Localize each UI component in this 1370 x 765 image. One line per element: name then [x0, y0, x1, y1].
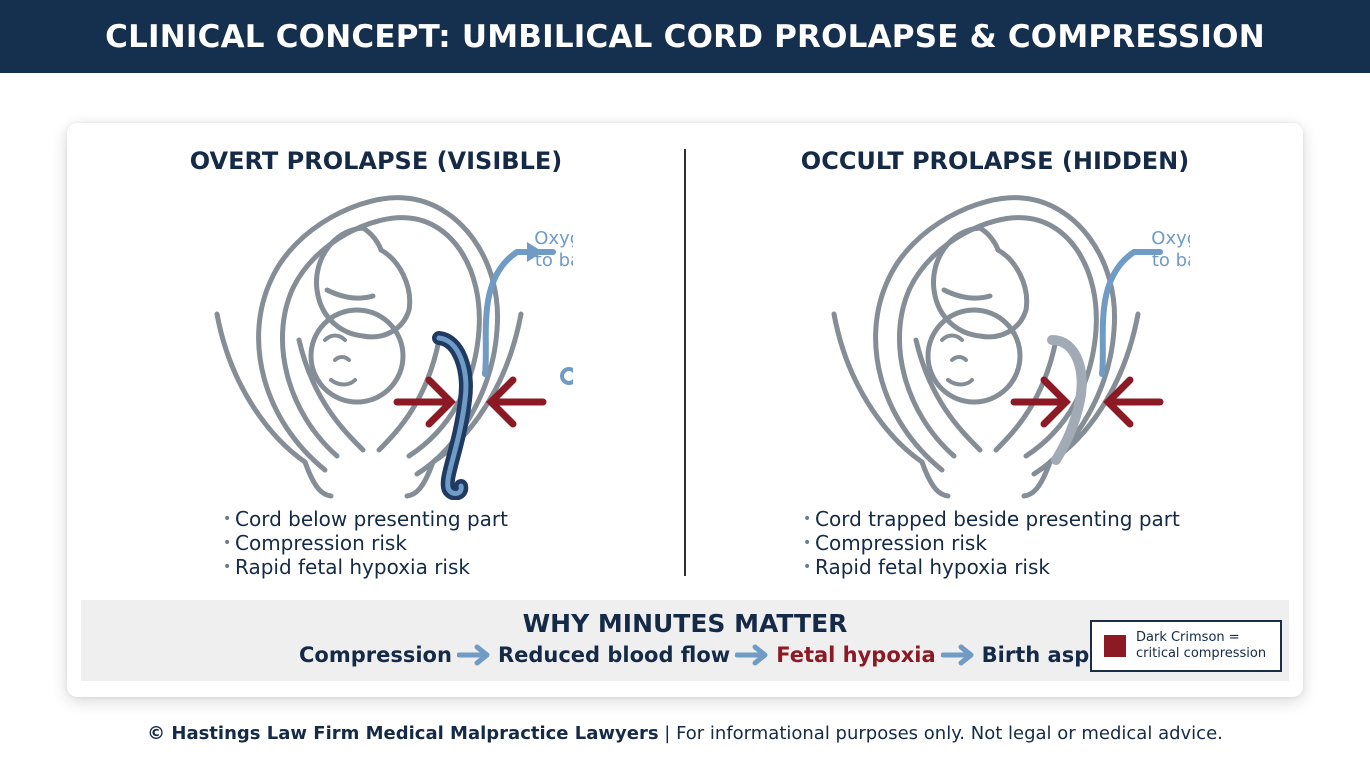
oxygen-label-line2: to baby	[1152, 250, 1190, 271]
oxygen-flow-path	[1099, 249, 1163, 377]
compression-arrows	[393, 376, 547, 428]
flow-step-reduced-blood-flow: Reduced blood flow	[497, 643, 731, 667]
overt-prolapse-illustration: Oxygen to baby	[214, 195, 573, 500]
fetus-head	[308, 307, 406, 405]
oxygen-flow-path	[482, 249, 556, 377]
compression-arrows	[1010, 376, 1164, 428]
footer-brand: © Hastings Law Firm Medical Malpractice …	[147, 723, 659, 744]
uterus-inner	[897, 215, 1099, 459]
occult-prolapse-title: OCCULT PROLAPSE (HIDDEN)	[800, 147, 1190, 175]
color-legend: Dark Crimson = critical compression	[1090, 620, 1282, 672]
list-item: •Cord trapped beside presenting part	[803, 507, 1180, 531]
why-minutes-matter-panel: WHY MINUTES MATTER Compression Reduced b…	[81, 600, 1289, 681]
panel-divider	[684, 149, 686, 576]
uterus-outer	[873, 195, 1118, 477]
oxygen-label-line2: to baby	[535, 250, 573, 271]
fetus-head	[925, 307, 1023, 405]
overt-prolapse-bullets: •Cord below presenting part •Compression…	[223, 507, 508, 579]
umbilical-cord	[1047, 335, 1087, 465]
header-bar: CLINICAL CONCEPT: UMBILICAL CORD PROLAPS…	[0, 0, 1370, 73]
list-item: •Rapid fetal hypoxia risk	[803, 555, 1050, 579]
why-minutes-matter-title: WHY MINUTES MATTER	[522, 609, 848, 638]
page-title: CLINICAL CONCEPT: UMBILICAL CORD PROLAPS…	[105, 18, 1265, 55]
list-item: •Rapid fetal hypoxia risk	[223, 555, 470, 579]
oxygen-label-line1: Oxygen	[1151, 228, 1190, 249]
overt-prolapse-title: OVERT PROLAPSE (VISIBLE)	[189, 147, 563, 175]
fetus-body	[314, 225, 413, 340]
occult-prolapse-illustration: Oxygen to baby	[831, 195, 1190, 499]
pelvis-outline-left	[214, 311, 334, 499]
list-item: •Compression risk	[223, 531, 407, 555]
oxygen-label-line1: Oxygen	[534, 228, 573, 249]
fetus-body	[931, 225, 1030, 340]
arrow-right-icon	[940, 644, 974, 666]
arrow-right-icon	[735, 644, 768, 666]
consequence-flow: Compression Reduced blood flow Fetal hyp…	[299, 643, 1153, 667]
uterus-outer	[256, 195, 501, 477]
list-item: •Cord below presenting part	[223, 507, 508, 531]
arrow-right-icon	[456, 644, 490, 666]
footer-disclaimer: © Hastings Law Firm Medical Malpractice …	[0, 723, 1370, 744]
footer-note: | For informational purposes only. Not l…	[658, 723, 1223, 744]
diagram-card: OVERT PROLAPSE (VISIBLE)	[67, 123, 1303, 697]
pelvis-outline-left	[831, 311, 951, 499]
list-item: •Compression risk	[803, 531, 987, 555]
oxygen-node-1	[560, 367, 573, 385]
occult-prolapse-bullets: •Cord trapped beside presenting part •Co…	[803, 507, 1180, 579]
crimson-swatch	[1104, 635, 1126, 657]
flow-step-compression: Compression	[299, 643, 452, 667]
legend-text: Dark Crimson = critical compression	[1136, 630, 1267, 661]
flow-step-fetal-hypoxia: Fetal hypoxia	[776, 643, 936, 667]
